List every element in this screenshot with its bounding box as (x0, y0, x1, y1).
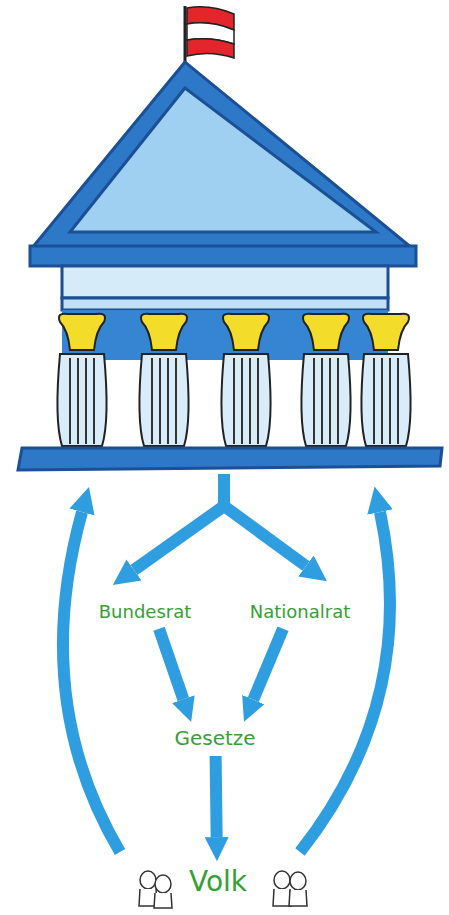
branch-arrow (224, 506, 306, 566)
flow-label-node: Bundesrat (93, 597, 198, 627)
node-label: Nationalrat (250, 601, 351, 623)
return-arrow (63, 512, 120, 852)
flow-arrow (159, 629, 183, 699)
flow-arrow (216, 756, 217, 837)
flow-label-node: Gesetze (168, 722, 261, 754)
flow-label-node: Nationalrat (244, 597, 357, 627)
flow-label-node: Volk (183, 861, 253, 903)
parliament-building (18, 62, 442, 470)
flow-arrow (253, 629, 283, 700)
austrian-flag (185, 6, 234, 64)
branch-arrow (134, 506, 224, 570)
node-label: Volk (189, 865, 247, 899)
flow-arrows (63, 474, 390, 852)
node-label: Gesetze (174, 726, 255, 750)
return-arrow (300, 512, 390, 852)
columns (57, 314, 410, 446)
node-label: Bundesrat (99, 601, 192, 623)
